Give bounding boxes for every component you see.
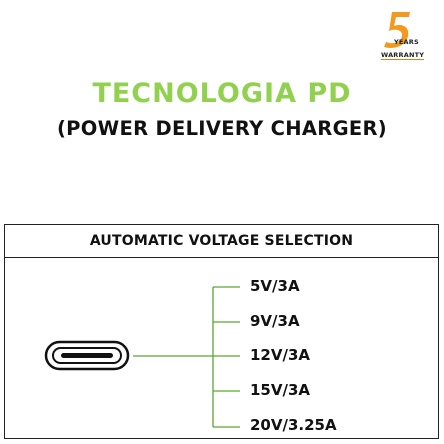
voltage-label: 12V/3A	[250, 346, 311, 364]
voltage-selection-panel: AUTOMATIC VOLTAGE SELECTION	[4, 224, 439, 439]
voltage-label: 9V/3A	[250, 312, 300, 330]
page-subtitle: (POWER DELIVERY CHARGER)	[56, 117, 388, 140]
usb-c-port-icon	[44, 340, 130, 371]
warranty-five-icon	[384, 12, 410, 48]
warranty-years: YEARS	[394, 38, 419, 46]
voltage-label: 5V/3A	[250, 277, 300, 295]
panel-header: AUTOMATIC VOLTAGE SELECTION	[5, 225, 438, 258]
voltage-label: 20V/3.25A	[250, 416, 337, 434]
warranty-badge: YEARS WARRANTY	[380, 10, 432, 60]
voltage-label: 15V/3A	[250, 381, 311, 399]
page-title: TECNOLOGIA PD	[92, 78, 352, 109]
warranty-label: WARRANTY	[381, 51, 425, 60]
